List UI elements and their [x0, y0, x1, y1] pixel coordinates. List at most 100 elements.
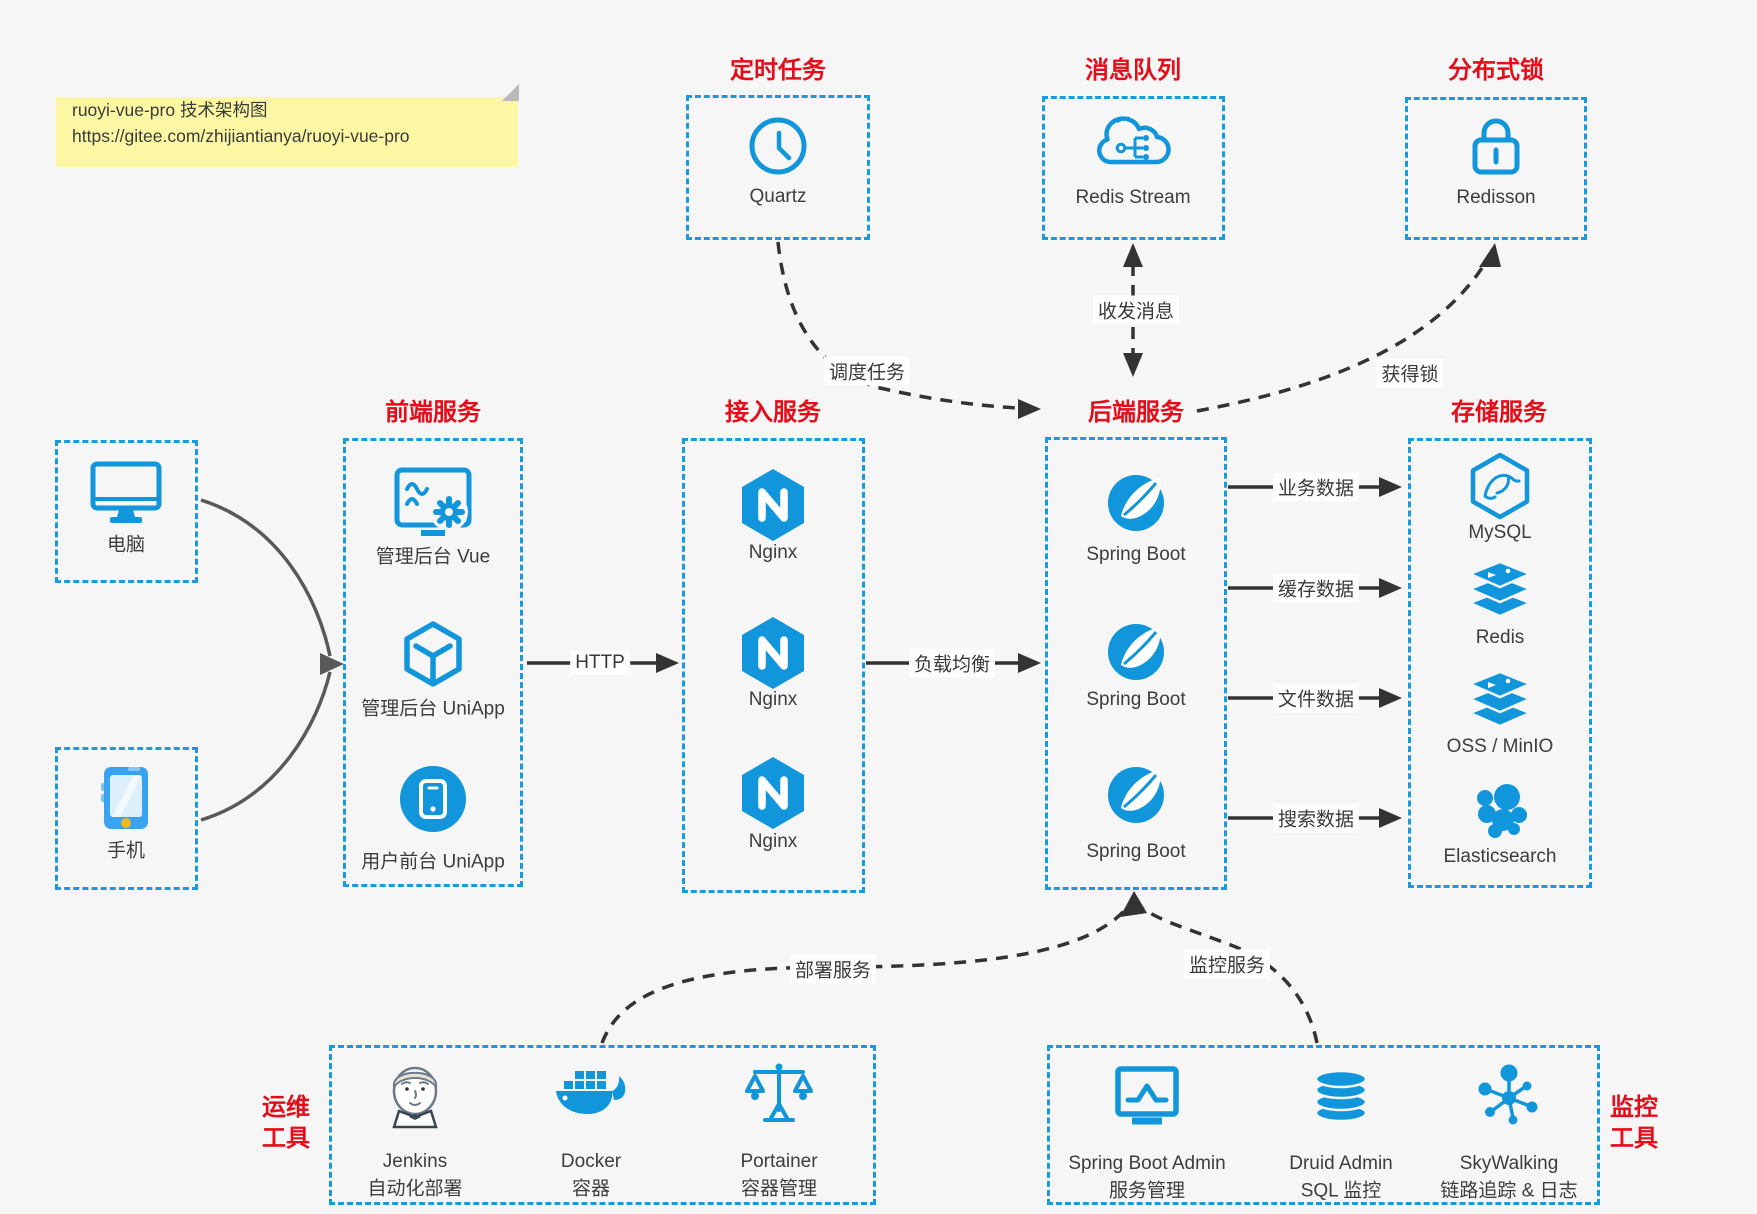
label-phone: 手机: [106, 840, 146, 862]
elasticsearch-icon: [1477, 784, 1527, 838]
uniapp-user-icon: [400, 766, 466, 832]
box-frontend: [343, 438, 523, 887]
phone-icon: [101, 767, 148, 829]
edge-monitoring: [1140, 906, 1319, 1044]
label-portainer-desc: 容器管理: [740, 1178, 818, 1200]
label-nginx-1: Nginx: [748, 542, 798, 563]
note-url: https://gitee.com/zhijiantianya/ruoyi-vu…: [72, 126, 410, 146]
box-computer: [55, 440, 198, 583]
title-ops-tools: 运维 工具: [262, 1092, 310, 1154]
label-jenkins: Jenkins: [382, 1151, 448, 1172]
spring-boot-icon: [1108, 767, 1164, 823]
label-skywalking-desc: 链路追踪 & 日志: [1440, 1180, 1578, 1202]
label-spring-boot-3: Spring Boot: [1086, 841, 1186, 862]
arrowhead-http: [656, 653, 679, 673]
box-scheduled-task: [686, 95, 870, 240]
edge-label-schedule: 调度任务: [823, 356, 911, 386]
note-fold-corner: [502, 84, 519, 101]
arrowhead-cache: [1379, 578, 1402, 598]
label-docker: Docker: [560, 1151, 622, 1172]
arrowhead-lock: [1479, 243, 1501, 267]
label-druid-desc: SQL 监控: [1300, 1180, 1382, 1202]
label-user-uniapp: 用户前台 UniApp: [361, 851, 505, 873]
mysql-icon: [1470, 452, 1530, 520]
edge-label-load-balance: 负载均衡: [908, 648, 996, 678]
label-nginx-3: Nginx: [748, 831, 798, 852]
label-redis: Redis: [1475, 627, 1525, 648]
box-storage: [1408, 438, 1592, 888]
arrowhead-schedule: [1018, 399, 1041, 419]
title-scheduled-task: 定时任务: [730, 57, 826, 84]
title-distributed-lock: 分布式锁: [1448, 57, 1544, 84]
edge-label-business-data: 业务数据: [1272, 472, 1360, 502]
edge-schedule-task: [776, 241, 1019, 410]
spring-boot-admin-icon: [1115, 1066, 1179, 1125]
label-computer: 电脑: [106, 534, 146, 556]
label-spring-boot-1: Spring Boot: [1086, 544, 1186, 565]
arrowhead-to-backend-bottom: [1120, 891, 1147, 917]
nginx-icon: [742, 757, 804, 829]
box-gateway: [682, 438, 865, 893]
cloud-stream-icon: [1097, 116, 1171, 165]
portainer-icon: [745, 1063, 813, 1122]
label-redisson: Redisson: [1456, 187, 1536, 208]
jenkins-icon: [392, 1066, 438, 1129]
sticky-note: ruoyi-vue-pro 技术架构图 https://gitee.com/zh…: [56, 84, 519, 167]
label-skywalking: SkyWalking: [1459, 1153, 1559, 1174]
note-title: ruoyi-vue-pro 技术架构图: [72, 100, 268, 120]
label-quartz: Quartz: [749, 186, 807, 207]
oss-minio-icon: [1467, 670, 1533, 728]
edge-label-monitoring: 监控服务: [1183, 949, 1271, 979]
label-jenkins-desc: 自动化部署: [367, 1178, 463, 1200]
box-distributed-lock: [1405, 97, 1587, 240]
arrowhead-file: [1379, 688, 1402, 708]
box-backend: [1045, 437, 1227, 890]
nginx-icon: [742, 617, 804, 689]
edge-label-http: HTTP: [570, 651, 630, 675]
title-message-queue: 消息队列: [1085, 57, 1181, 84]
label-docker-desc: 容器: [571, 1178, 611, 1200]
spring-boot-icon: [1108, 624, 1164, 680]
edge-acquire-lock: [1196, 267, 1484, 413]
arrowhead-business: [1379, 477, 1402, 497]
label-admin-vue: 管理后台 Vue: [375, 546, 491, 568]
uniapp-cube-icon: [404, 621, 462, 687]
label-oss-minio: OSS / MinIO: [1446, 736, 1554, 757]
label-elasticsearch: Elasticsearch: [1443, 846, 1557, 867]
title-backend: 后端服务: [1088, 399, 1184, 426]
spring-boot-icon: [1108, 475, 1164, 531]
computer-icon: [90, 461, 162, 523]
edge-label-deploy: 部署服务: [789, 954, 877, 984]
skywalking-icon: [1478, 1064, 1538, 1125]
label-portainer: Portainer: [740, 1151, 818, 1172]
title-frontend: 前端服务: [385, 399, 481, 426]
label-druid-admin: Druid Admin: [1289, 1153, 1393, 1174]
title-storage: 存储服务: [1451, 399, 1547, 426]
label-mysql: MySQL: [1468, 522, 1532, 543]
title-ops-line2: 工具: [262, 1125, 310, 1152]
edge-label-cache-data: 缓存数据: [1272, 573, 1360, 603]
edge-computer-to-frontend: [200, 498, 332, 657]
title-gateway: 接入服务: [725, 399, 821, 426]
label-spring-boot-admin: Spring Boot Admin: [1068, 1153, 1226, 1174]
box-ops-tools: [329, 1045, 876, 1205]
admin-vue-icon: [394, 467, 472, 536]
title-monitor-line1: 监控: [1610, 1094, 1658, 1121]
arrowhead-search: [1379, 808, 1402, 828]
edge-label-message: 收发消息: [1092, 295, 1180, 325]
edge-label-search-data: 搜索数据: [1272, 803, 1360, 833]
box-phone: [55, 747, 198, 890]
label-admin-uniapp: 管理后台 UniApp: [361, 698, 505, 720]
lock-icon: [1472, 118, 1520, 175]
arrowhead-lb: [1018, 653, 1041, 673]
title-ops-line1: 运维: [262, 1094, 310, 1121]
arrowhead-message-down: [1123, 353, 1143, 377]
druid-database-icon: [1314, 1069, 1368, 1123]
title-monitor-tools: 监控 工具: [1610, 1092, 1658, 1154]
nginx-icon: [742, 469, 804, 541]
edge-label-acquire-lock: 获得锁: [1376, 358, 1444, 388]
edge-phone-to-frontend: [200, 671, 332, 822]
label-nginx-2: Nginx: [748, 689, 798, 710]
arrowhead-message-up: [1123, 243, 1143, 267]
